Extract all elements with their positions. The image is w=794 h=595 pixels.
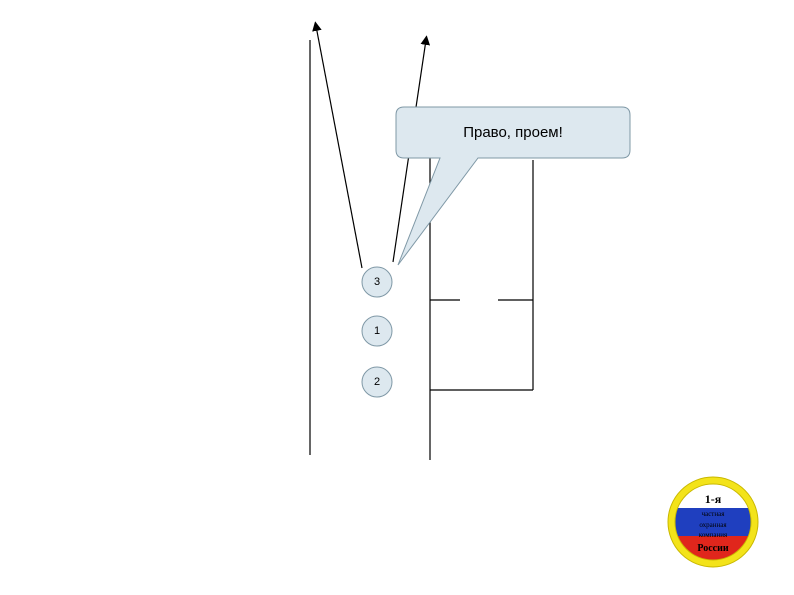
callout-text: Право, проем! <box>463 124 563 141</box>
logo-line-2: частная <box>702 510 726 518</box>
position-label-1: 1 <box>373 325 381 337</box>
company-logo: 1-я частная охранная компания России <box>667 476 759 568</box>
speech-bubble <box>395 106 631 266</box>
logo-line-5: России <box>697 543 728 554</box>
logo-line-4: компания <box>699 531 728 539</box>
position-label-2: 2 <box>373 376 381 388</box>
position-circle-3 <box>361 266 393 298</box>
logo-line-3: охранная <box>699 521 727 529</box>
position-circle-1 <box>361 315 393 347</box>
logo-line-1: 1-я <box>705 492 722 506</box>
arrow-left-direction <box>312 21 363 269</box>
position-label-3: 3 <box>373 276 381 288</box>
position-circle-2 <box>361 366 393 398</box>
